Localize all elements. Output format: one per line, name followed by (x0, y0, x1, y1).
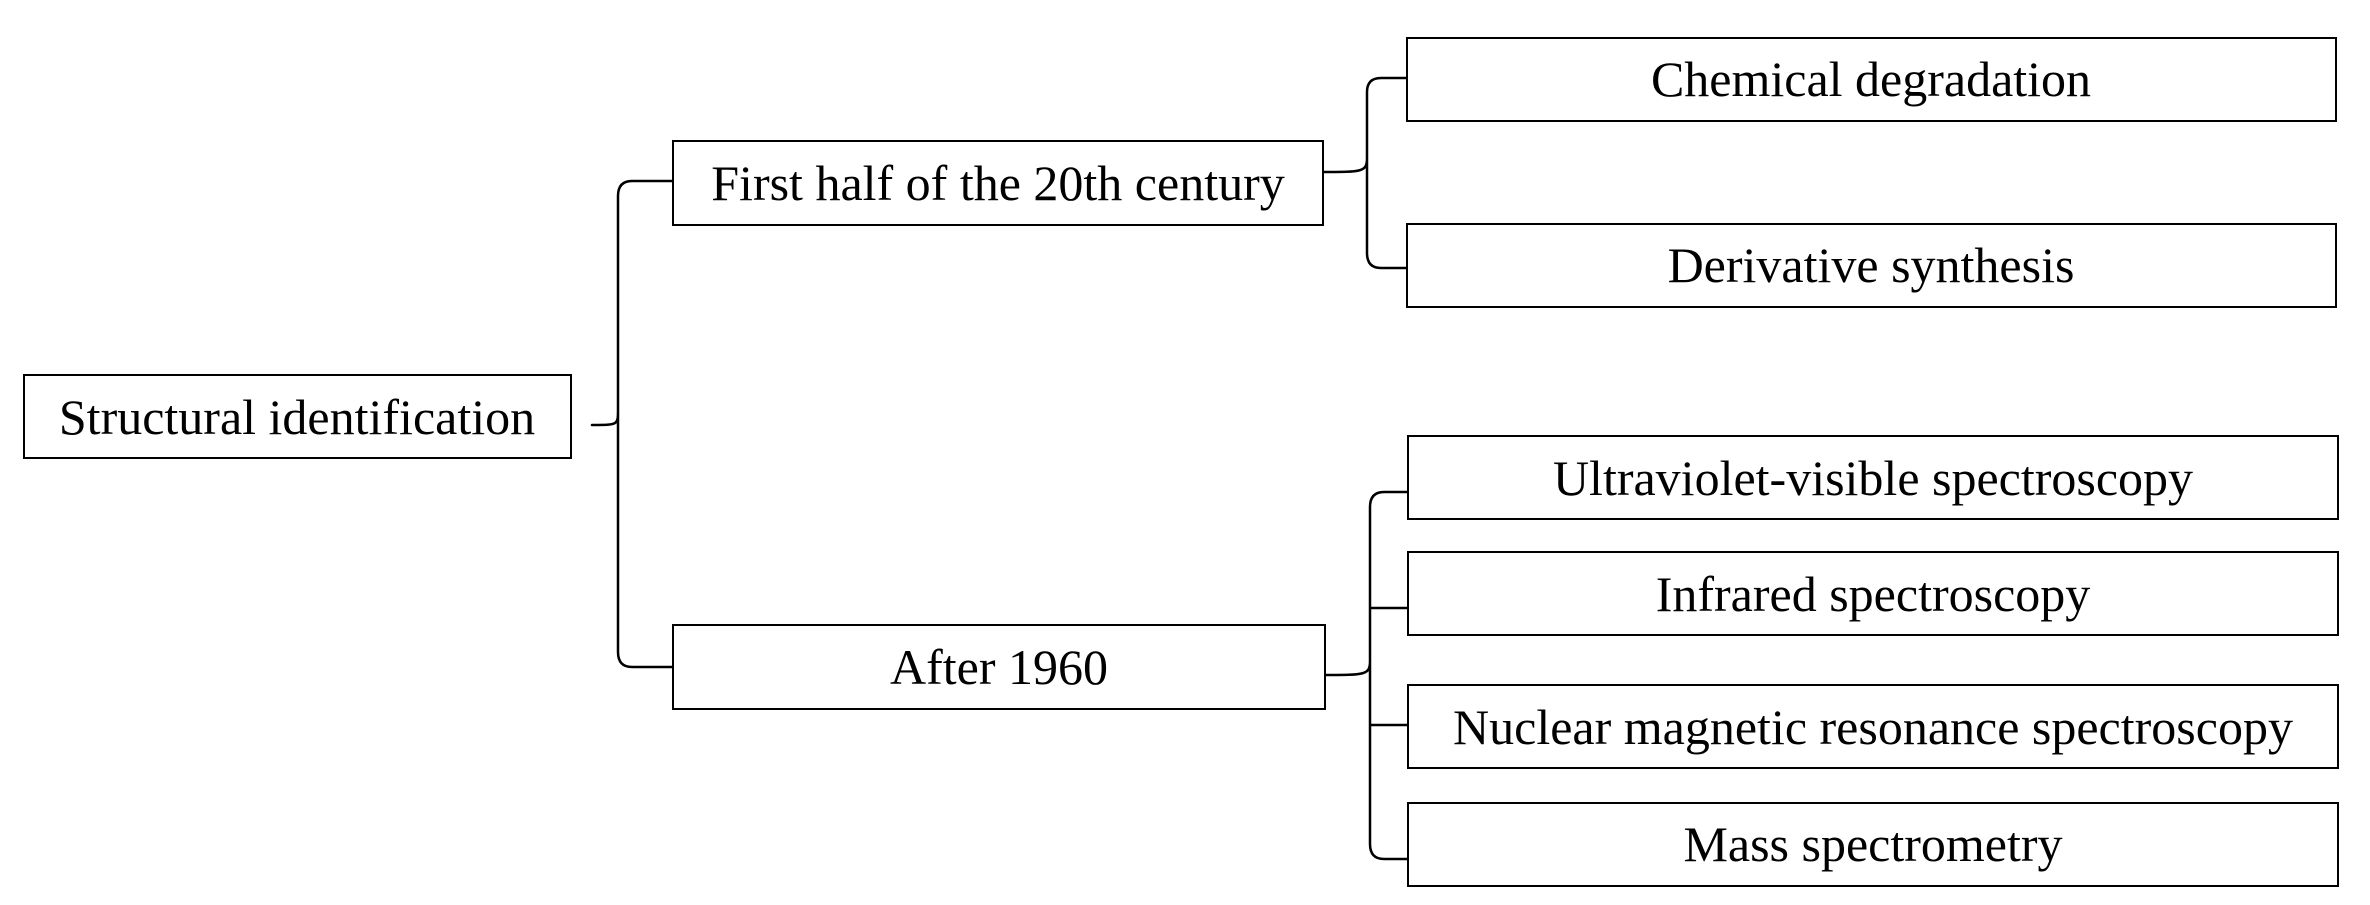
period-2-brace (1323, 490, 1410, 861)
method-label: Ultraviolet-visible spectroscopy (1553, 450, 2193, 506)
root-brace (590, 179, 675, 669)
root-node: Structural identification (23, 374, 572, 459)
method-label: Nuclear magnetic resonance spectroscopy (1453, 699, 2293, 755)
period-label: After 1960 (890, 639, 1108, 695)
period-node-after-1960: After 1960 (672, 624, 1326, 710)
period-node-first-half: First half of the 20th century (672, 140, 1324, 226)
method-node-mass-spectrometry: Mass spectrometry (1407, 802, 2339, 887)
method-node-chemical-degradation: Chemical degradation (1406, 37, 2337, 122)
method-label: Mass spectrometry (1683, 816, 2062, 872)
root-label: Structural identification (59, 389, 535, 445)
method-label: Derivative synthesis (1668, 237, 2075, 293)
method-label: Chemical degradation (1651, 51, 2091, 107)
period-1-brace (1321, 76, 1409, 270)
method-node-nmr-spectroscopy: Nuclear magnetic resonance spectroscopy (1407, 684, 2339, 769)
method-node-infrared-spectroscopy: Infrared spectroscopy (1407, 551, 2339, 636)
method-node-derivative-synthesis: Derivative synthesis (1406, 223, 2337, 308)
period-label: First half of the 20th century (711, 155, 1285, 211)
method-node-uv-vis-spectroscopy: Ultraviolet-visible spectroscopy (1407, 435, 2339, 520)
method-label: Infrared spectroscopy (1656, 566, 2091, 622)
